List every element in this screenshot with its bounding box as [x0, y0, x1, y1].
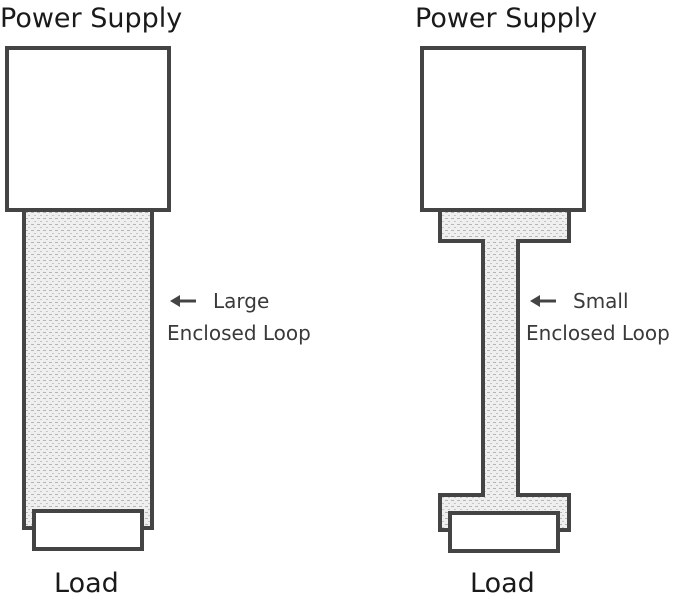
left-power-supply-title: Power Supply [0, 3, 182, 34]
right-load-label: Load [470, 568, 535, 599]
left-load-box [32, 509, 144, 551]
left-annotation-line2: Enclosed Loop [167, 321, 311, 345]
right-load-box [448, 511, 560, 553]
right-annotation-line1: Small [573, 289, 629, 313]
right-arrow-icon [530, 295, 556, 307]
right-annotation-line2: Enclosed Loop [526, 321, 670, 345]
right-power-supply-title: Power Supply [415, 3, 597, 34]
left-annotation-line1: Large [213, 289, 269, 313]
right-power-supply-box [420, 46, 586, 212]
right-small-loop-area [438, 208, 571, 532]
left-load-label: Load [54, 568, 119, 599]
left-large-loop-area [22, 208, 154, 530]
left-panel: Power Supply Large Enclosed Loop Load [0, 3, 311, 599]
left-power-supply-box [5, 46, 171, 212]
right-panel: Power Supply Small Enclosed Loop Load [415, 3, 670, 599]
left-arrow-icon [170, 295, 196, 307]
